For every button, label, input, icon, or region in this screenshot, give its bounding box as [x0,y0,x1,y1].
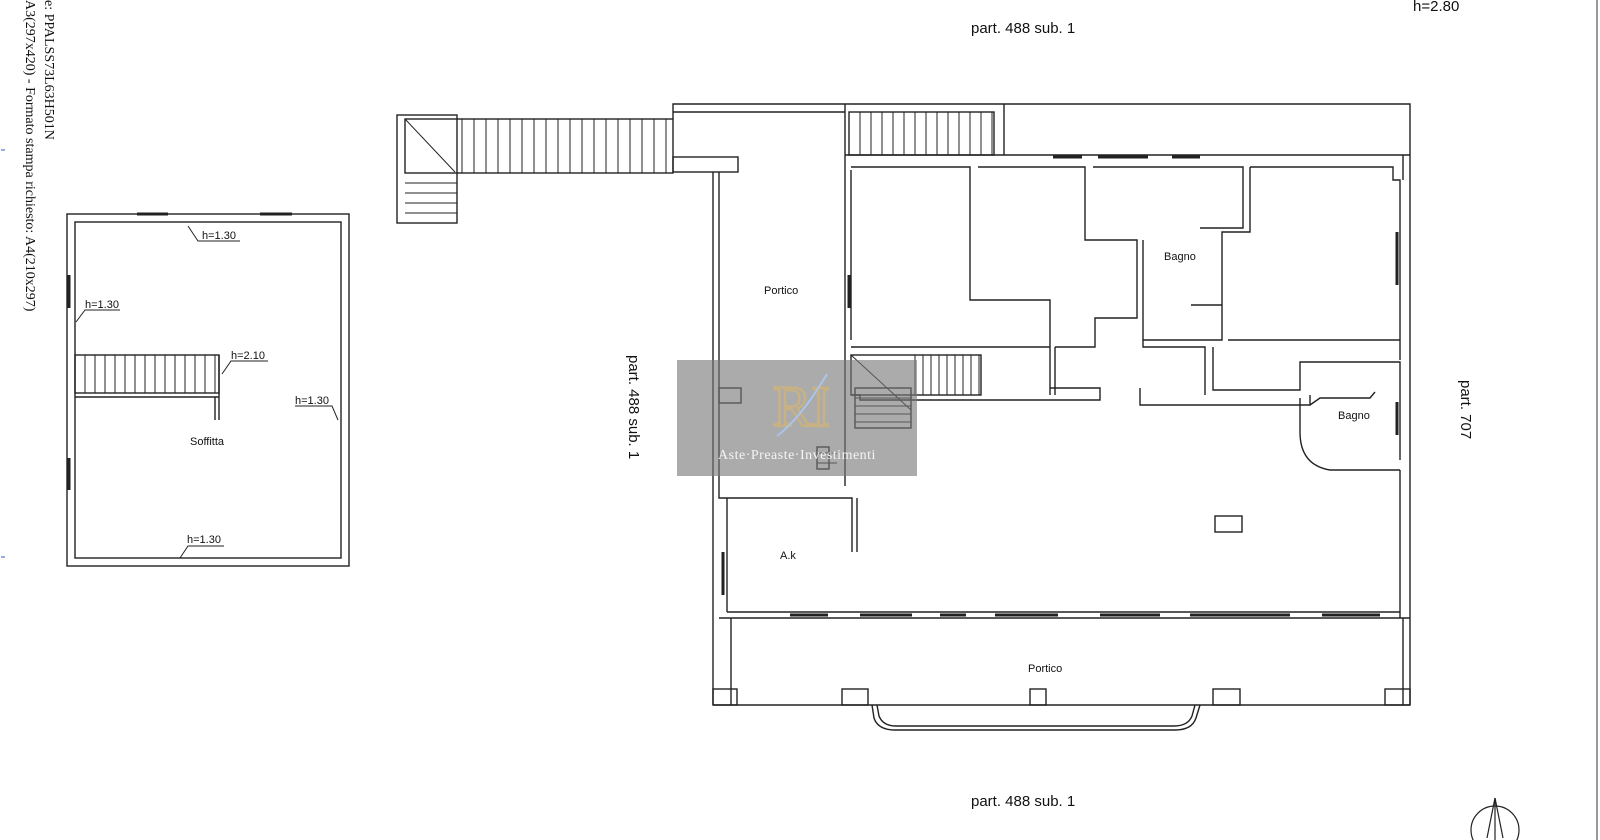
parcel-label-bottom: part. 488 sub. 1 [971,793,1076,810]
pillar [712,688,738,706]
external-stair [396,114,458,224]
portico-bay [871,704,1201,731]
attic-outer-wall [66,213,350,567]
side-text-code: e: PPALSS73L63H501N [41,0,56,140]
height-note: h=1.30 [295,395,329,407]
wall [1309,391,1376,406]
wall [1055,340,1096,348]
wall [978,166,1138,340]
leader-line [179,545,224,559]
leader-line [295,405,339,421]
height-note: h=2.10 [231,350,265,362]
height-note: h=1.30 [187,534,221,546]
watermark-logo-icon: RI [772,373,829,440]
height-note: h=1.30 [85,299,119,311]
top-stair-steps [859,112,993,155]
stair-arrow [404,118,456,173]
pillar [841,688,869,706]
height-note: h=1.30 [202,230,236,242]
room-label-bagno: Bagno [1164,251,1196,263]
room-label-portico: Portico [764,285,799,297]
wall [1299,398,1400,471]
external-stair-steps [461,119,667,173]
pillar [1384,688,1411,706]
room-label-soffitta: Soffitta [190,436,225,448]
wall [718,486,853,552]
attic-stair-steps [84,355,216,393]
wall [1139,388,1311,406]
wall [1250,166,1401,360]
parcel-label-right: part. 707 [1457,380,1474,440]
leader-line [75,309,120,323]
room-label-bagno: Bagno [1338,410,1370,422]
leader-line [187,225,240,242]
watermark: RI Aste·Preaste·Investimenti [677,360,917,476]
external-stair [404,118,674,174]
leader-line [221,360,268,375]
wall [851,166,1051,340]
wall [1142,340,1206,395]
wall [1212,347,1401,460]
room-label-portico: Portico [1028,663,1063,675]
north-arrow-icon [1470,797,1520,840]
stair-landing [672,156,739,173]
external-stair-steps [405,182,457,214]
stair-top [848,111,995,156]
wall [1093,166,1244,229]
watermark-swoosh [776,373,828,437]
column [1214,515,1243,533]
pillar [1212,688,1241,706]
portico-bay [876,704,1196,727]
watermark-logo-letters: RI [773,374,829,439]
column [1029,688,1047,706]
parcel-label-left: part. 488 sub. 1 [625,355,642,460]
side-text-format: A3(297x420) - Formato stampa richiesto: … [22,0,37,312]
watermark-text: Aste·Preaste·Investimenti [718,448,876,463]
height-note-top-right: h=2.80 [1413,0,1460,15]
room-label-ak: A.k [780,550,796,562]
page-edge [1596,0,1598,840]
wall [1142,167,1251,341]
parcel-label-top: part. 488 sub. 1 [971,20,1076,37]
attic-stair [74,354,220,394]
